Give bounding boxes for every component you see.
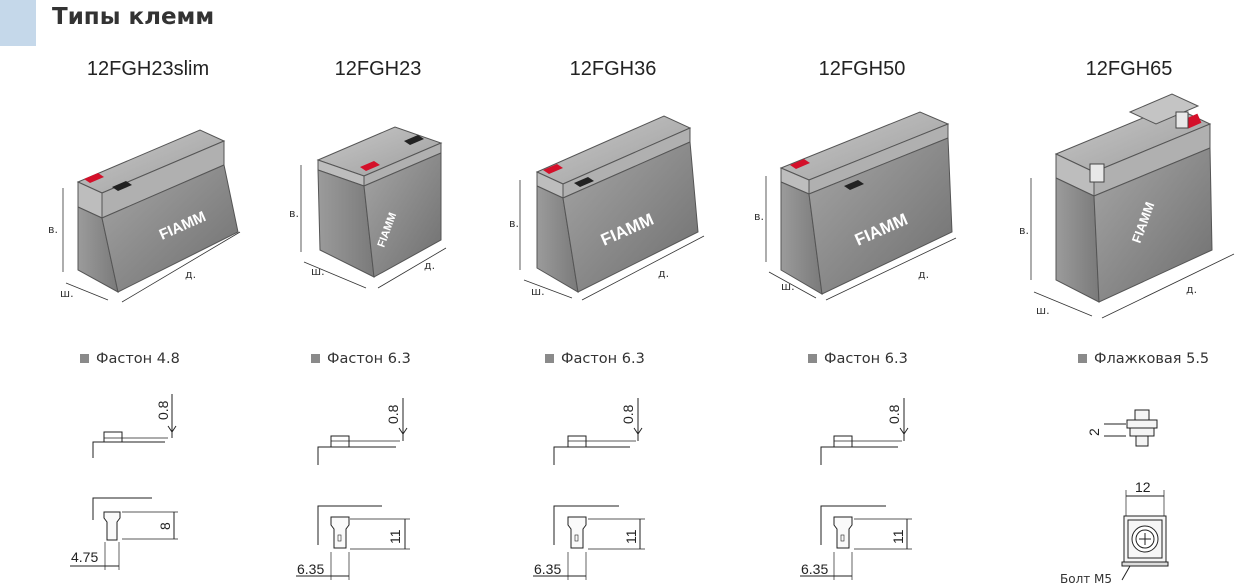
dim-terminal-height: 0.8: [385, 404, 401, 424]
terminal-type-12fgh65: Флажковая 5.5: [1078, 351, 1209, 367]
terminal-profile-12fgh65: [1104, 409, 1158, 447]
model-title-12fgh50: 12FGH50: [818, 58, 906, 80]
dim-terminal-height: 0.8: [155, 400, 171, 420]
bullet-square-icon: [545, 354, 554, 363]
terminal-profile-12fgh36: [553, 398, 643, 465]
dim-terminal-length: 11: [890, 529, 906, 544]
bolt-label: Болт М5: [1060, 572, 1112, 585]
terminal-type-label: Флажковая 5.5: [1094, 351, 1210, 367]
battery-12fgh65: FIAMM в. ш. д.: [1019, 93, 1235, 319]
dim-terminal-width: 12: [1135, 479, 1151, 495]
dim-terminal-width: 6.35: [801, 561, 828, 577]
terminal-type-12fgh50: Фастон 6.3: [808, 351, 908, 367]
terminal-type-label: Фастон 6.3: [824, 351, 908, 367]
dim-terminal-length: 11: [387, 529, 403, 544]
width-label: ш.: [531, 285, 545, 298]
dim-terminal-length: 8: [157, 522, 173, 530]
terminal-type-label: Фастон 6.3: [327, 351, 411, 367]
length-label: д.: [185, 268, 196, 281]
width-label: ш.: [781, 280, 795, 293]
terminal-type-12fgh23: Фастон 6.3: [311, 351, 411, 367]
model-title-12fgh65: 12FGH65: [1085, 58, 1173, 80]
positive-terminal-icon: [84, 173, 104, 183]
width-label: ш.: [60, 287, 74, 300]
dim-terminal-width: 6.35: [297, 561, 324, 577]
dim-terminal-width: 4.75: [71, 549, 98, 565]
terminal-front-12fgh23: [296, 505, 410, 580]
header-accent-block: [0, 0, 36, 46]
bullet-square-icon: [1078, 354, 1087, 363]
width-label: ш.: [1036, 304, 1050, 317]
negative-terminal-icon: [1089, 163, 1105, 183]
terminal-type-12fgh36: Фастон 6.3: [545, 351, 645, 367]
terminal-type-12fgh23slim: Фастон 4.8: [80, 351, 180, 367]
bullet-square-icon: [808, 354, 817, 363]
positive-terminal-icon: [360, 161, 380, 171]
negative-terminal-icon: [112, 181, 132, 191]
terminal-profile-12fgh23: [317, 398, 408, 465]
battery-12fgh23slim: FIAMM в. ш. д.: [48, 129, 241, 303]
negative-terminal-icon: [404, 135, 424, 145]
height-label: в.: [1019, 224, 1029, 237]
negative-terminal-icon: [574, 177, 594, 187]
height-label: в.: [289, 207, 299, 220]
terminal-type-label: Фастон 6.3: [561, 351, 645, 367]
length-label: д.: [424, 259, 435, 272]
terminal-front-12fgh36: [533, 505, 645, 580]
model-title-12fgh36: 12FGH36: [569, 58, 657, 80]
page-title: Типы клемм: [52, 4, 215, 30]
dim-terminal-height: 2: [1086, 428, 1102, 436]
battery-12fgh36: FIAMM в. ш. д.: [509, 115, 705, 301]
positive-terminal-icon: [1184, 113, 1202, 129]
terminal-front-12fgh23slim: [70, 497, 178, 570]
negative-terminal-icon: [844, 180, 864, 190]
model-title-12fgh23: 12FGH23: [334, 58, 422, 80]
height-label: в.: [48, 223, 58, 236]
length-label: д.: [658, 267, 669, 280]
positive-terminal-icon: [543, 164, 563, 174]
dim-terminal-height: 0.8: [886, 404, 902, 424]
width-label: ш.: [311, 265, 325, 278]
dim-terminal-length: 11: [623, 529, 639, 544]
terminal-profile-12fgh23slim: [92, 394, 177, 458]
bullet-square-icon: [311, 354, 320, 363]
dim-terminal-width: 6.35: [534, 561, 561, 577]
terminal-front-12fgh65: [1121, 490, 1169, 581]
terminal-type-label: Фастон 4.8: [96, 351, 180, 367]
model-title-12fgh23slim: 12FGH23slim: [86, 58, 210, 80]
dim-terminal-height: 0.8: [620, 404, 636, 424]
length-label: д.: [1186, 283, 1197, 296]
positive-terminal-icon: [790, 159, 810, 169]
length-label: д.: [918, 268, 929, 281]
terminal-front-12fgh50: [800, 505, 912, 580]
battery-12fgh50: FIAMM в. ш. д.: [754, 111, 957, 301]
battery-12fgh23: FIAMM в. ш. д.: [289, 126, 447, 289]
height-label: в.: [754, 210, 764, 223]
height-label: в.: [509, 217, 519, 230]
bullet-square-icon: [80, 354, 89, 363]
terminal-profile-12fgh50: [820, 398, 909, 465]
